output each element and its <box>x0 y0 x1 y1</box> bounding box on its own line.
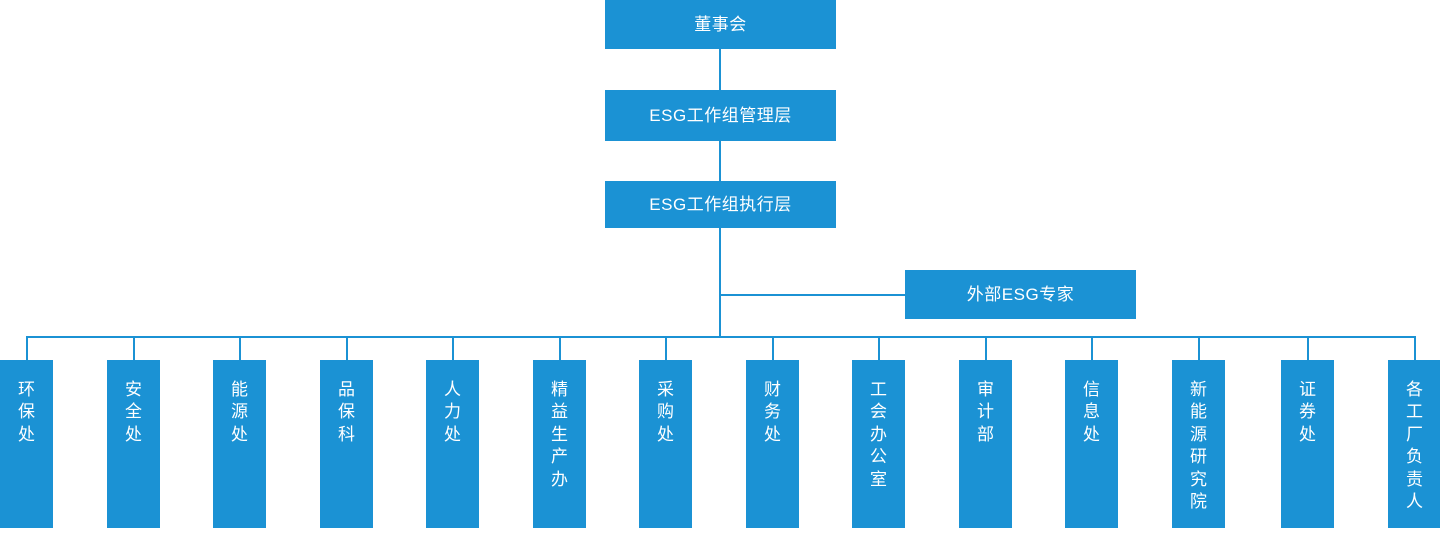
node-department-5[interactable]: 人力处 <box>426 360 479 528</box>
node-department-5-char-1: 人 <box>444 380 461 399</box>
node-department-12-char-3: 源 <box>1190 424 1207 444</box>
node-department-1-char-1: 环 <box>18 380 35 399</box>
connector-stub-dept-14 <box>1414 336 1416 360</box>
node-department-14-char-4: 负 <box>1406 447 1423 467</box>
node-department-8-char-1: 财 <box>764 380 781 399</box>
node-department-5-char-3: 处 <box>444 424 461 444</box>
node-department-6-char-5: 办 <box>551 469 568 489</box>
connector-stub-dept-4 <box>346 336 348 360</box>
node-department-9-char-5: 室 <box>870 469 887 489</box>
node-department-13[interactable]: 证券处 <box>1281 360 1334 528</box>
node-external-advisor[interactable]: 外部ESG专家 <box>905 270 1136 319</box>
connector-stub-dept-13 <box>1307 336 1309 360</box>
node-board[interactable]: 董事会 <box>605 0 836 49</box>
node-department-3-char-3: 处 <box>231 424 248 444</box>
connector-stub-dept-10 <box>985 336 987 360</box>
node-department-14-char-5: 责 <box>1406 469 1423 489</box>
node-department-2[interactable]: 安全处 <box>107 360 160 528</box>
connector-board-to-management <box>719 49 721 90</box>
node-department-1-char-3: 处 <box>18 424 35 444</box>
node-department-3[interactable]: 能源处 <box>213 360 266 528</box>
node-department-12-char-5: 究 <box>1190 469 1207 489</box>
node-department-14[interactable]: 各工厂负责人 <box>1388 360 1440 528</box>
node-department-1[interactable]: 环保处 <box>0 360 53 528</box>
node-department-6-char-1: 精 <box>551 380 568 399</box>
node-department-10[interactable]: 审计部 <box>959 360 1012 528</box>
node-management[interactable]: ESG工作组管理层 <box>605 90 836 141</box>
node-department-7-char-3: 处 <box>657 424 674 444</box>
node-department-12-char-6: 院 <box>1190 492 1207 512</box>
node-department-6-char-4: 产 <box>551 447 568 467</box>
connector-department-bus <box>26 336 1415 338</box>
node-department-6[interactable]: 精益生产办 <box>533 360 586 528</box>
node-department-8-char-3: 处 <box>764 424 781 444</box>
node-board-label: 董事会 <box>694 15 747 34</box>
node-department-12-char-2: 能 <box>1190 402 1207 422</box>
node-department-14-char-1: 各 <box>1406 380 1423 399</box>
node-department-4-char-3: 科 <box>338 424 355 444</box>
connector-stub-dept-12 <box>1198 336 1200 360</box>
node-department-11[interactable]: 信息处 <box>1065 360 1118 528</box>
node-department-9-char-1: 工 <box>870 380 887 399</box>
node-execution[interactable]: ESG工作组执行层 <box>605 181 836 228</box>
node-department-2-char-2: 全 <box>125 402 142 422</box>
node-department-12-char-4: 研 <box>1190 447 1207 467</box>
node-department-9-char-4: 公 <box>870 447 887 467</box>
node-department-8-char-2: 务 <box>764 402 781 422</box>
node-department-2-char-3: 处 <box>125 424 142 444</box>
node-execution-label: ESG工作组执行层 <box>649 195 792 214</box>
node-department-10-char-3: 部 <box>977 424 994 444</box>
node-department-6-char-2: 益 <box>551 402 568 422</box>
connector-stub-dept-2 <box>133 336 135 360</box>
node-department-3-char-1: 能 <box>231 380 248 399</box>
connector-management-to-execution <box>719 141 721 181</box>
node-department-9-char-3: 办 <box>870 424 887 444</box>
connector-stub-dept-11 <box>1091 336 1093 360</box>
connector-stub-dept-5 <box>452 336 454 360</box>
node-department-9-char-2: 会 <box>870 402 887 422</box>
connector-stub-dept-8 <box>772 336 774 360</box>
node-department-8[interactable]: 财务处 <box>746 360 799 528</box>
node-department-14-char-2: 工 <box>1406 402 1423 422</box>
node-department-7-char-2: 购 <box>657 402 674 422</box>
node-department-11-char-1: 信 <box>1083 380 1100 399</box>
node-department-13-char-2: 券 <box>1299 402 1316 422</box>
node-department-11-char-3: 处 <box>1083 424 1100 444</box>
node-department-4[interactable]: 品保科 <box>320 360 373 528</box>
node-department-12[interactable]: 新能源研究院 <box>1172 360 1225 528</box>
node-department-10-char-1: 审 <box>977 380 994 399</box>
node-department-10-char-2: 计 <box>977 402 994 422</box>
connector-stub-dept-3 <box>239 336 241 360</box>
node-department-12-char-1: 新 <box>1190 380 1207 399</box>
node-department-2-char-1: 安 <box>125 380 142 399</box>
node-external-advisor-label: 外部ESG专家 <box>966 285 1075 304</box>
node-department-9[interactable]: 工会办公室 <box>852 360 905 528</box>
node-department-5-char-2: 力 <box>444 402 461 422</box>
connector-stub-dept-1 <box>26 336 28 360</box>
node-department-1-char-2: 保 <box>18 402 35 422</box>
node-department-13-char-3: 处 <box>1299 424 1316 444</box>
node-department-11-char-2: 息 <box>1083 402 1100 422</box>
node-department-7[interactable]: 采购处 <box>639 360 692 528</box>
node-department-3-char-2: 源 <box>231 402 248 422</box>
node-management-label: ESG工作组管理层 <box>649 106 792 125</box>
node-department-14-char-6: 人 <box>1406 492 1423 512</box>
node-department-14-char-3: 厂 <box>1406 424 1423 444</box>
connector-stub-dept-7 <box>665 336 667 360</box>
node-department-6-char-3: 生 <box>551 424 568 444</box>
node-department-4-char-1: 品 <box>338 380 355 399</box>
node-department-7-char-1: 采 <box>657 380 674 399</box>
node-department-4-char-2: 保 <box>338 402 355 422</box>
connector-execution-trunk <box>719 228 721 338</box>
node-department-13-char-1: 证 <box>1299 380 1316 399</box>
connector-stub-dept-6 <box>559 336 561 360</box>
connector-execution-to-advisor <box>719 294 906 296</box>
connector-stub-dept-9 <box>878 336 880 360</box>
